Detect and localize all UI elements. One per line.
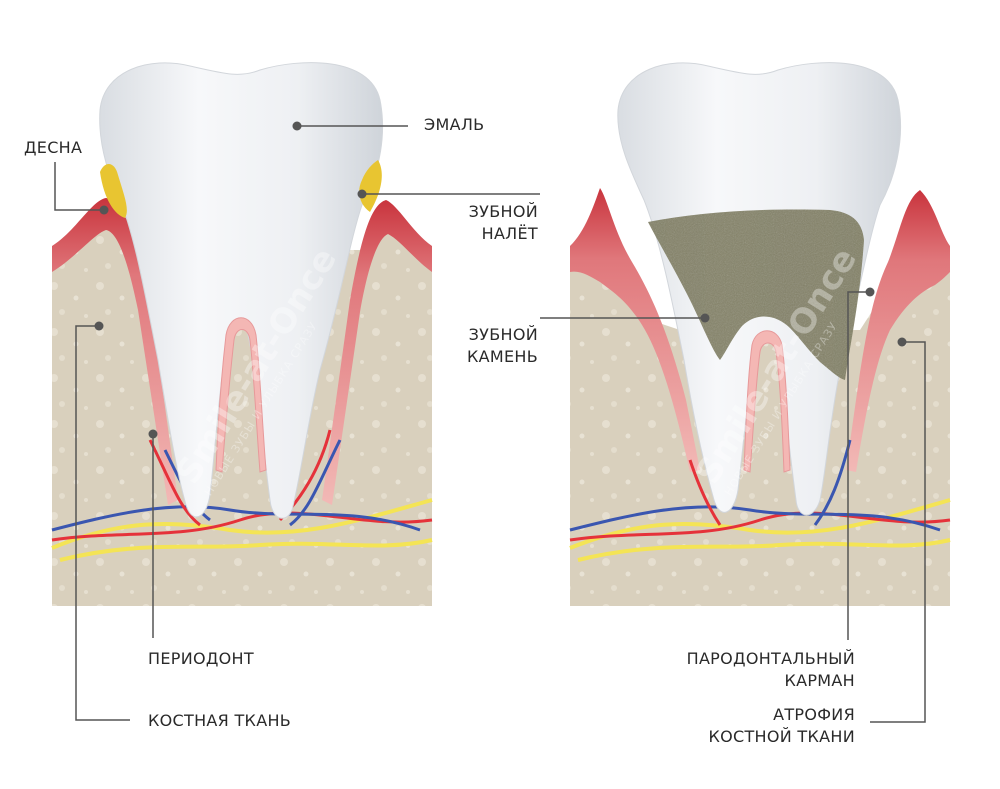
leader-pocket [847,291,870,640]
receded-gum-left [570,188,700,472]
leader-gum [54,162,104,211]
plaque-deposits [100,160,382,218]
label-bone: КОСТНАЯ ТКАНЬ [148,711,292,730]
vessels-right [569,439,951,562]
leader-dots [94,121,907,439]
tooth-left [99,62,383,519]
label-enamel: ЭМАЛЬ [424,115,485,134]
gum-right-left-tooth [322,200,432,505]
label-periodontium: ПЕРИОДОНТ [148,649,254,668]
pulp-left [215,317,267,473]
label-gum: ДЕСНА [24,138,83,157]
leader-bone [75,325,130,721]
pulp-right [743,330,791,473]
leader-lines [54,125,926,723]
leader-atrophy [870,341,926,723]
periodontitis-tooth-illustration [569,62,951,606]
vessels-left [51,429,433,562]
healthy-tooth-illustration [51,62,433,606]
receded-gum-right [846,190,950,472]
